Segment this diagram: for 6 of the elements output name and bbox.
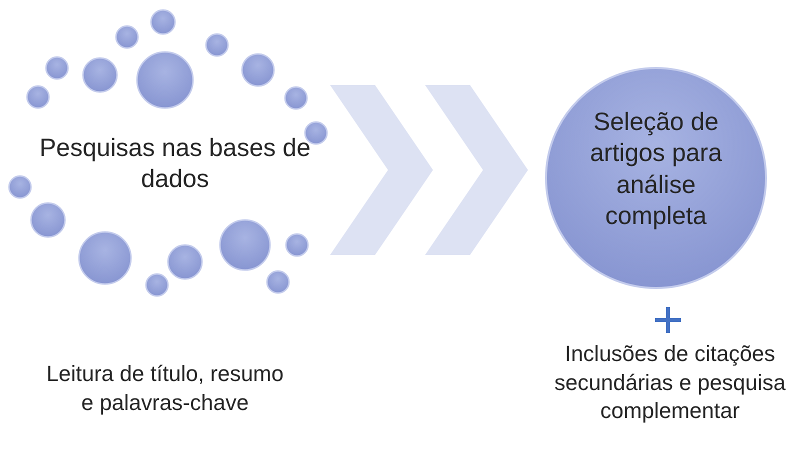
caption-text: Inclusões de citações secundárias e pesquisa complementar (553, 340, 787, 426)
caption-text: Leitura de título, resumo e palavras-chave (45, 360, 285, 417)
node-text: Pesquisas nas bases de dados (38, 133, 312, 196)
chevron-arrow (330, 85, 528, 255)
process-circle (545, 67, 767, 289)
node-text: Seleção de artigos para análise completa (588, 107, 724, 232)
